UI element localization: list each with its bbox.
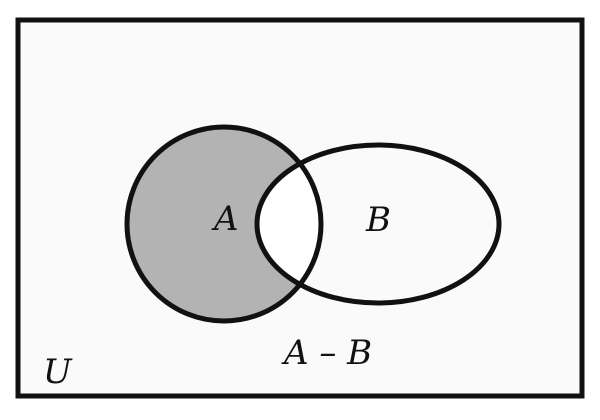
set-b-label: B — [365, 200, 391, 240]
difference-caption: A – B — [281, 333, 372, 373]
set-b-outline — [254, 142, 502, 306]
set-a-label: A — [211, 199, 239, 239]
set-a-circle-fill — [127, 127, 321, 321]
set-a-outline — [124, 124, 324, 324]
universe-label: U — [43, 352, 73, 392]
